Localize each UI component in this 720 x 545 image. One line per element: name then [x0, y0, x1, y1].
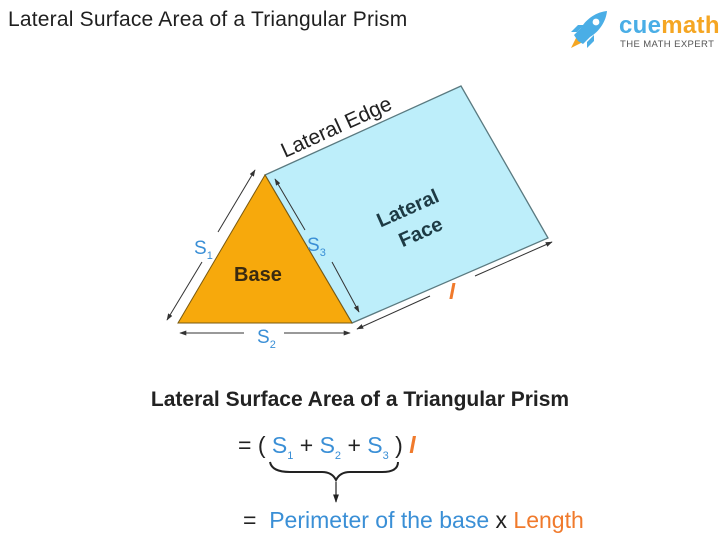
- brace-icon: [269, 461, 399, 483]
- rocket-icon: [571, 11, 607, 48]
- formula-title: Lateral Surface Area of a Triangular Pri…: [150, 388, 570, 411]
- prism-diagram: Lateral Edge Lateral Face Base S1 S2 S3 …: [166, 85, 553, 351]
- formula-expression: = ( S1 + S2 + S3 ) l: [238, 432, 416, 462]
- length-text: Length: [513, 507, 584, 533]
- s1-arrow-upper: [217, 169, 256, 233]
- formula-result: = Perimeter of the base x Length: [243, 507, 584, 533]
- s3-label: S3: [307, 235, 326, 259]
- length-arrow-left: [356, 295, 431, 330]
- s3-arrow-lower: [331, 261, 360, 313]
- s3-arrow-upper: [274, 178, 306, 231]
- base-label: Base: [234, 264, 282, 286]
- cuemath-logo: cuemath THE MATH EXPERT: [565, 6, 720, 54]
- base-triangle: [177, 174, 353, 324]
- length-label: l: [449, 279, 456, 304]
- page-title: Lateral Surface Area of a Triangular Pri…: [8, 8, 408, 31]
- perimeter-text: Perimeter of the base: [269, 507, 490, 533]
- logo-tagline: THE MATH EXPERT: [620, 39, 715, 50]
- s1-arrow-lower: [166, 261, 203, 321]
- logo-wordmark: cuemath: [619, 12, 720, 39]
- s2-label: S2: [257, 327, 276, 351]
- length-arrow-right: [474, 241, 553, 277]
- s1-label: S1: [194, 238, 213, 262]
